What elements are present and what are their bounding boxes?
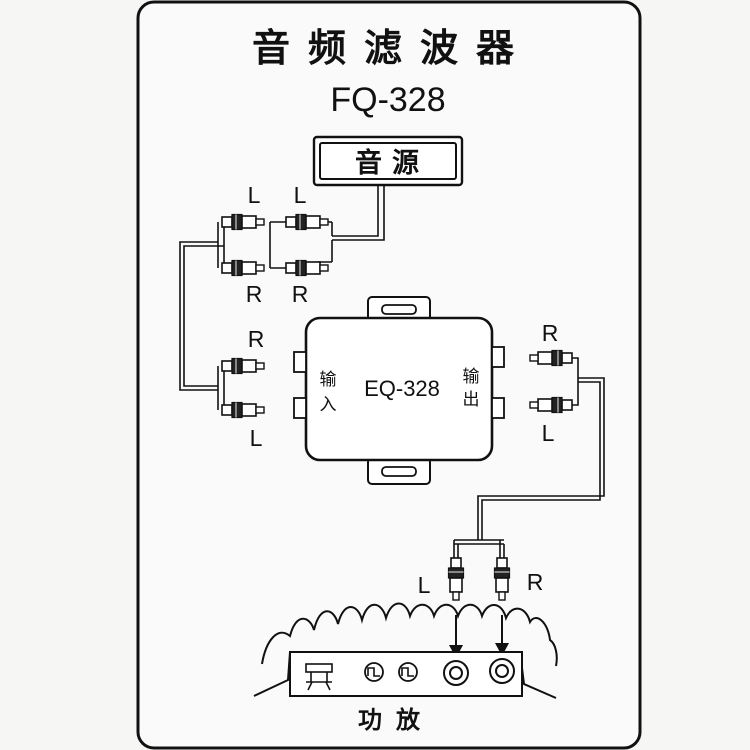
amplifier-unit [253,651,557,699]
output-label-top: 输 [463,367,480,387]
audio-source-box: 音源 [312,135,464,187]
output-r-label: R [542,320,559,346]
amplifier-label: 功放 [358,706,434,734]
output-cable [453,357,605,560]
eq-filter-unit [293,296,505,485]
input-label-bottom: 入 [320,395,337,415]
source-left-label-2: L [294,182,307,208]
source-right-label-1: R [246,281,263,307]
connection-arrows [449,615,509,658]
eq-model-label: EQ-328 [364,376,440,401]
amp-plug-l-label: L [418,572,431,598]
input-l-label: L [250,425,263,451]
input-label-top: 输 [320,370,337,390]
amp-plug-r-label: R [527,569,544,595]
source-left-label-1: L [248,182,261,208]
page-title: 音频滤波器 [252,26,532,70]
output-l-label: L [542,420,555,446]
audio-source-label: 音源 [355,147,429,179]
source-right-label-2: R [292,281,309,307]
output-label-bottom: 出 [463,390,480,410]
amplifier-heatsink [261,602,558,667]
model-number: FQ-328 [330,81,445,119]
input-r-label: R [248,326,265,352]
